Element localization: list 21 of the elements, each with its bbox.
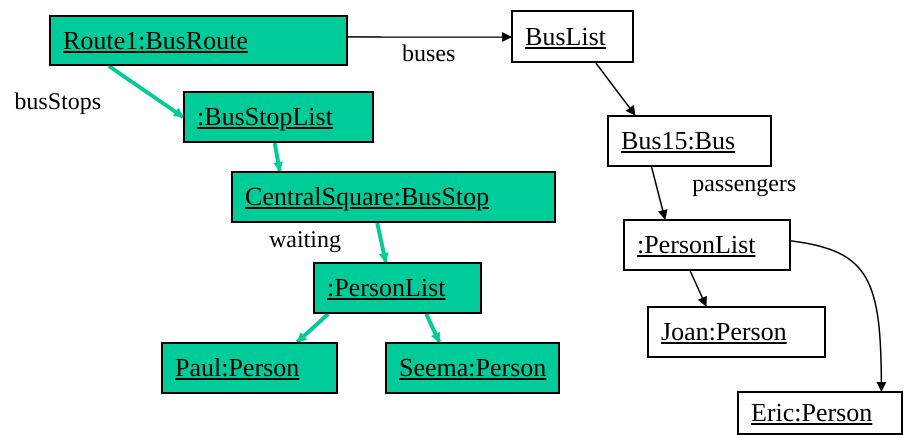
arrow	[595, 62, 636, 116]
object-box: :PersonList	[313, 262, 482, 314]
object-box: CentralSquare:BusStop	[231, 171, 556, 223]
arrow	[375, 222, 389, 263]
object-box: Route1:BusRoute	[49, 15, 348, 66]
arrow	[690, 270, 707, 307]
object-box: Paul:Person	[161, 342, 338, 394]
arrow	[790, 240, 886, 392]
object-box: BusList	[511, 10, 634, 63]
arrow	[272, 142, 284, 172]
object-box: :PersonList	[623, 219, 791, 271]
object-box: Eric:Person	[737, 391, 903, 435]
object-box: Bus15:Bus	[607, 115, 772, 167]
arrow	[108, 64, 184, 119]
object-box: Seema:Person	[385, 342, 560, 394]
object-box: :BusStopList	[183, 91, 374, 143]
arrow	[424, 313, 442, 343]
arrow	[348, 32, 512, 42]
object-box: Joan:Person	[647, 306, 826, 358]
arrow	[296, 312, 330, 344]
arrow	[650, 166, 668, 220]
